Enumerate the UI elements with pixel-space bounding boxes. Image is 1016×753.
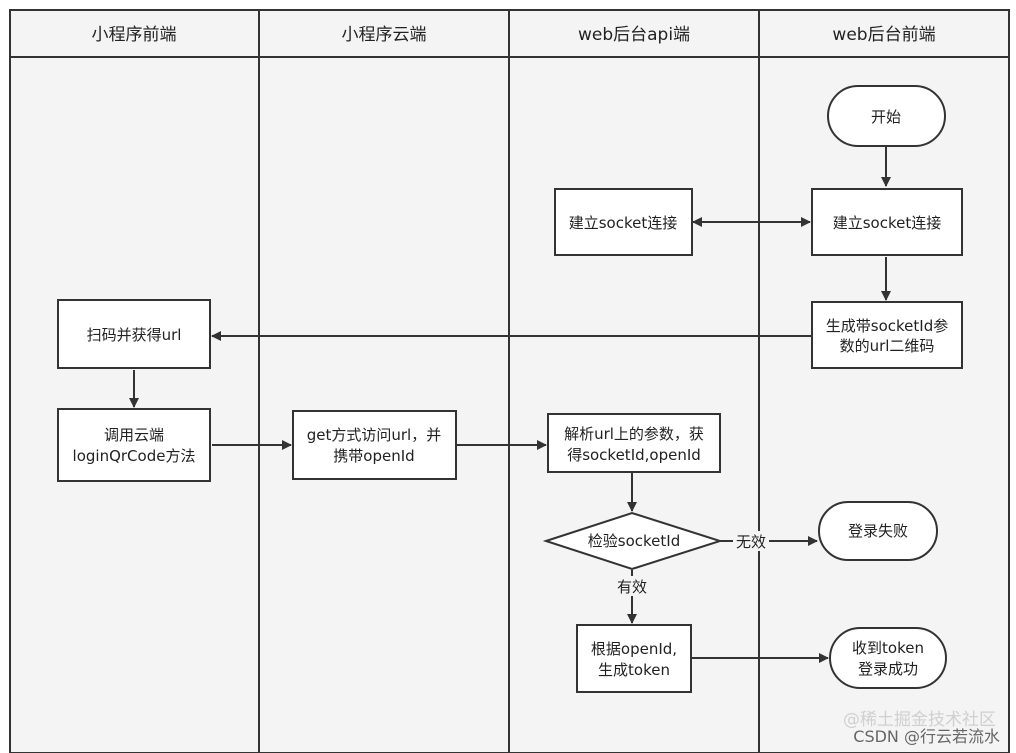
scan-process	[57, 299, 211, 369]
call-cloud-label-line1: 调用云端	[104, 426, 164, 444]
check-socketid-decision	[542, 511, 724, 571]
edge-label-bg	[614, 576, 650, 596]
login-fail-terminal	[818, 501, 938, 561]
lane-header-miniapp-front: 小程序前端	[92, 25, 177, 45]
check-socketid-label: 检验socketId	[588, 532, 680, 550]
edge-label-invalid: 无效	[736, 533, 766, 551]
gen-qrcode-process	[811, 301, 963, 369]
get-url-process	[292, 410, 457, 480]
watermark-juejin: @稀土掘金技术社区	[843, 710, 996, 730]
start-terminal	[827, 85, 946, 147]
gen-qrcode-label-line2: 数的url二维码	[840, 337, 935, 355]
parse-url-process	[547, 413, 721, 473]
start-label: 开始	[871, 108, 901, 126]
lane-header-miniapp-cloud: 小程序云端	[342, 25, 427, 45]
gen-qrcode-label-line1: 生成带socketId参	[826, 317, 948, 335]
get-url-label-line2: 携带openId	[333, 447, 414, 465]
login-success-terminal	[829, 627, 947, 689]
login-fail-label: 登录失败	[848, 522, 908, 540]
socket-web-label: 建立socket连接	[833, 214, 942, 232]
socket-api-process	[554, 188, 693, 256]
call-cloud-process	[57, 408, 211, 482]
lane-header-web-front: web后台前端	[832, 25, 935, 45]
gen-token-process	[576, 624, 692, 693]
socket-web-process	[811, 188, 963, 256]
lane-header-web-api: web后台api端	[578, 25, 690, 45]
login-success-label-line1: 收到token	[852, 639, 924, 657]
login-success-label-line2: 登录成功	[858, 660, 918, 678]
scan-label: 扫码并获得url	[87, 326, 182, 344]
edge-label-bg	[733, 531, 769, 551]
gen-token-label-line1: 根据openId,	[591, 640, 677, 658]
call-cloud-label-line2: loginQrCode方法	[73, 447, 196, 465]
gen-token-label-line2: 生成token	[598, 661, 670, 679]
watermark-csdn: CSDN @行云若流水	[853, 727, 1000, 746]
parse-url-label-line2: 得socketId,openId	[567, 446, 701, 464]
parse-url-label-line1: 解析url上的参数，获	[564, 425, 704, 443]
edge-label-valid: 有效	[617, 578, 647, 596]
get-url-label-line1: get方式访问url，并	[307, 426, 441, 444]
socket-api-label: 建立socket连接	[569, 214, 678, 232]
